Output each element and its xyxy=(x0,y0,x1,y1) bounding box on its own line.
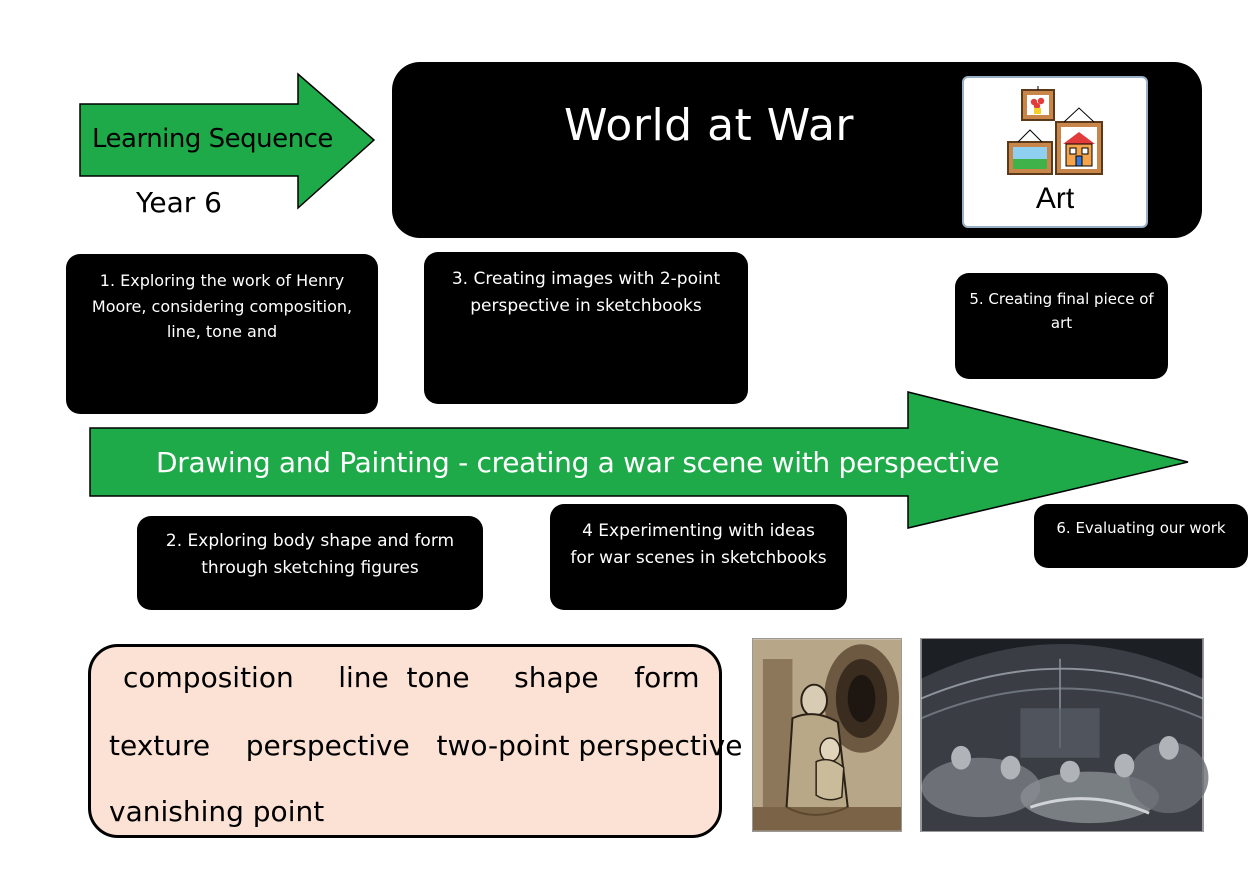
vocabulary-line-3: vanishing point xyxy=(109,795,325,828)
artwork-mother-and-child xyxy=(752,638,902,832)
art-pictures-icon xyxy=(1007,86,1103,175)
vocabulary-line-1: composition line tone shape form xyxy=(123,661,700,694)
vocabulary-box: composition line tone shape form texture… xyxy=(88,644,742,838)
step-3-box: 3. Creating images with 2-point perspect… xyxy=(424,252,748,404)
vocabulary-line-2: texture perspective two-point perspectiv… xyxy=(109,729,743,762)
art-label: Art xyxy=(1035,182,1075,215)
learning-sequence-label: Learning Sequence xyxy=(92,124,333,154)
step-1-box: 1. Exploring the work of Henry Moore, co… xyxy=(66,254,378,414)
artwork-tube-shelter xyxy=(920,638,1209,832)
main-theme-label: Drawing and Painting - creating a war sc… xyxy=(156,446,1000,479)
step-5-box: 5. Creating final piece of art xyxy=(955,273,1168,379)
step-4-box: 4 Experimenting with ideas for war scene… xyxy=(550,504,847,610)
art-subject-card: Art xyxy=(962,76,1148,228)
step-2-box: 2. Exploring body shape and form through… xyxy=(137,516,483,610)
step-6-box: 6. Evaluating our work xyxy=(1034,504,1248,568)
page-title: World at War xyxy=(564,100,855,151)
year-label: Year 6 xyxy=(136,186,222,219)
